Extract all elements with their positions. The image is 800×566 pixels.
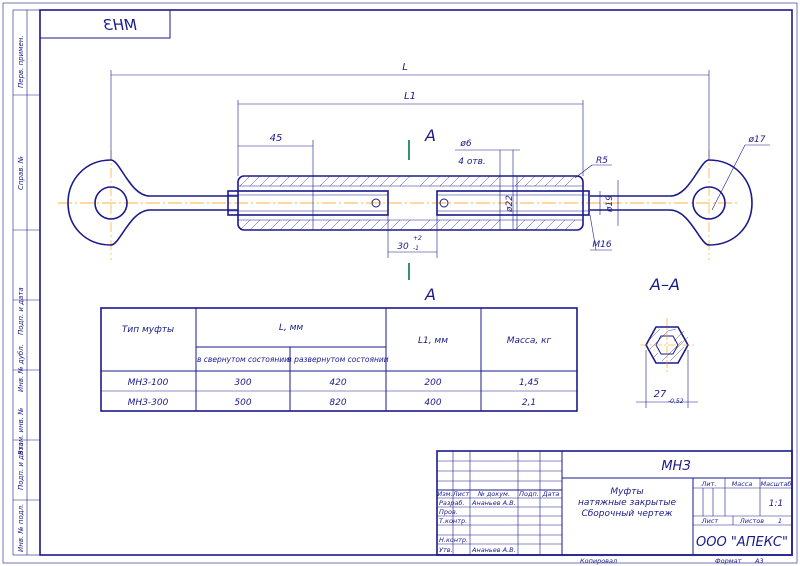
dim-r5: R5	[596, 156, 608, 166]
code-stamp: МНЗ	[39, 9, 171, 39]
th-unfolded: в развернутом состоянии	[287, 355, 388, 364]
tb-name-3: Сборочный чертеж	[581, 509, 673, 519]
th-L1: L1, мм	[418, 336, 448, 346]
tb-scale: Масштаб	[761, 480, 792, 488]
section-aa: А–А 27 -0,52	[636, 275, 698, 408]
row1-L1: 400	[424, 398, 441, 408]
tb-tkontr: Т.контр.	[439, 517, 467, 525]
dim-30: 30	[397, 242, 409, 252]
dim-d6: ø6	[459, 139, 472, 149]
th-L: L, мм	[279, 323, 304, 333]
dim-m16: M16	[592, 240, 611, 250]
sidebar-label-6: Инв. № подл.	[17, 504, 25, 552]
dim-L1: L1	[404, 91, 416, 102]
dim-d19: ø19	[605, 195, 615, 213]
tb-sheet: Лист	[701, 517, 719, 525]
dim-27: 27	[654, 389, 667, 400]
tb-format: Формат	[715, 557, 742, 565]
tb-mass: Масса	[732, 480, 753, 488]
tb-sheets-value: 1	[778, 517, 782, 525]
tb-col-data: Дата	[542, 490, 560, 498]
turnbuckle-drawing: L L1 45 ø6 4 отв. R5 ø22 ø19 M16	[58, 62, 770, 304]
left-eye	[67, 159, 151, 246]
th-mass: Масса, кг	[507, 336, 552, 346]
tb-utv: Утв.	[439, 546, 453, 554]
dim-30-tol-up: +2	[413, 235, 422, 242]
tb-utv-name: Ананьев А.В.	[471, 546, 516, 554]
dim-d17: ø17	[748, 135, 766, 145]
tb-razrab-name: Ананьев А.В.	[471, 499, 516, 507]
sidebar-label-0: Перв. примен.	[17, 35, 25, 88]
sidebar-label-1: Справ. №	[17, 156, 25, 190]
row0-unfolded: 420	[329, 378, 346, 388]
title-block: МНЗ Муфты натяжные закрытые Сборочный че…	[436, 450, 793, 556]
sidebar-label-2: Подп. и дата	[17, 287, 25, 335]
tb-col-list: Лист	[452, 490, 470, 498]
tb-col-izm: Изм.	[437, 490, 452, 498]
sidebar-label-5: Подп. и дата	[17, 442, 25, 490]
tb-prov: Пров.	[439, 508, 458, 516]
dim-L: L	[402, 62, 408, 73]
row0-mass: 1,45	[519, 378, 539, 388]
row1-unfolded: 820	[329, 398, 346, 408]
sidebar-label-3: Инв. № дубл.	[17, 344, 25, 392]
row0-L1: 200	[424, 378, 441, 388]
code-stamp-text: МНЗ	[103, 16, 137, 34]
tb-lit: Лит.	[701, 480, 717, 488]
tb-razrab: Разраб.	[439, 499, 465, 507]
tb-col-doc: № докум.	[477, 490, 510, 498]
tb-company: ООО "АПЕКС"	[696, 535, 788, 550]
tb-code: МНЗ	[661, 459, 690, 474]
dim-d22: ø22	[505, 195, 515, 213]
spec-table: Тип муфты L, мм в свернутом состоянии в …	[100, 307, 578, 412]
tb-kopiroval: Копировал	[580, 557, 617, 565]
row1-mass: 2,1	[522, 398, 536, 408]
tb-col-podp: Подп.	[519, 490, 539, 498]
coupling-body	[237, 175, 584, 231]
th-type: Тип муфты	[122, 325, 174, 335]
dim-45: 45	[270, 133, 283, 144]
section-mark-bottom: A	[424, 285, 436, 304]
tb-scale-value: 1:1	[769, 499, 783, 509]
row0-folded: 300	[234, 378, 251, 388]
row1-folded: 500	[234, 398, 251, 408]
dim-holes: 4 отв.	[458, 157, 486, 167]
tb-nkontr: Н.контр.	[439, 536, 468, 544]
section-title: А–А	[649, 275, 680, 294]
tb-sheets: Листов	[739, 517, 764, 525]
sidebar-label-4: Взам. инв. №	[17, 407, 25, 455]
left-sidebar: Перв. примен. Справ. № Подп. и дата Инв.…	[12, 9, 41, 556]
dim-27-tol: -0,52	[668, 398, 684, 405]
left-screw	[227, 190, 389, 216]
tb-name-1: Муфты	[610, 487, 643, 497]
row0-type: МНЗ-100	[128, 378, 169, 388]
section-mark-top: A	[424, 126, 436, 145]
row1-type: МНЗ-300	[128, 398, 169, 408]
tb-format-value: А3	[754, 557, 764, 565]
th-folded: в свернутом состоянии	[197, 355, 289, 364]
tb-name-2: натяжные закрытые	[578, 498, 676, 508]
dim-30-tol-dn: -1	[413, 245, 419, 252]
hatch-left	[239, 175, 576, 231]
right-eye	[669, 159, 753, 246]
